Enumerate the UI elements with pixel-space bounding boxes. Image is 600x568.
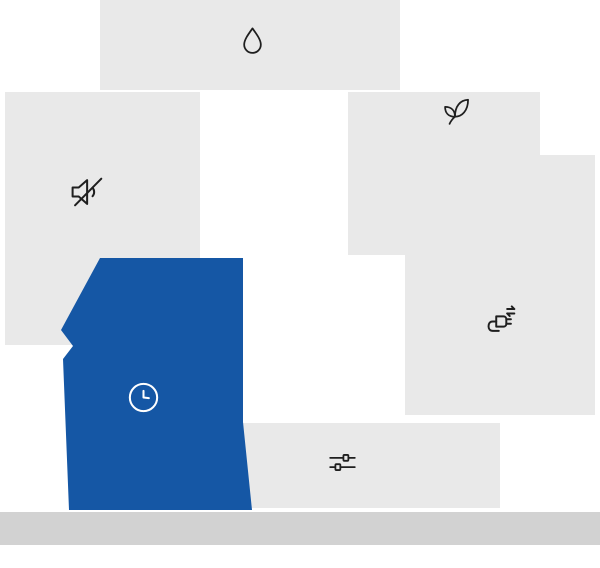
bottom-bar xyxy=(0,512,600,545)
tile-top xyxy=(100,0,400,90)
clock-icon xyxy=(124,378,163,417)
water-drop-icon xyxy=(234,23,271,60)
accent-shape xyxy=(58,258,254,511)
accent-polygon xyxy=(61,258,252,510)
speaker-muted-icon xyxy=(67,171,109,213)
leaf-icon xyxy=(438,93,475,130)
tile-bottom-center xyxy=(210,423,500,508)
tile-right-lower xyxy=(405,155,595,415)
plug-sync-icon xyxy=(480,301,521,342)
sliders-icon xyxy=(324,444,361,481)
